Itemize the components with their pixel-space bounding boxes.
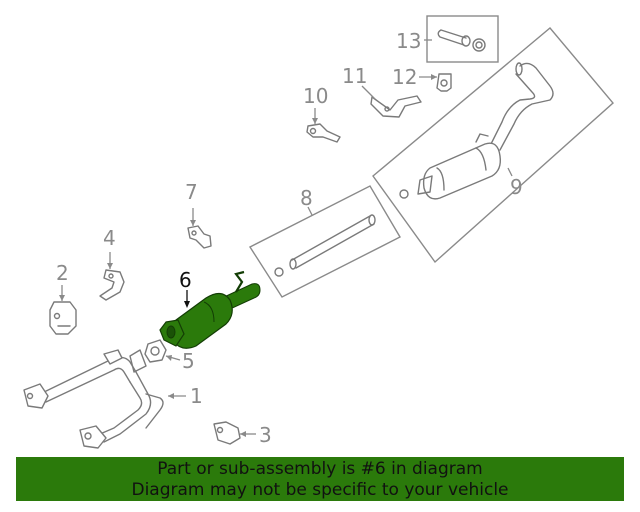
part-9-tailpipe-upper	[499, 62, 554, 151]
part-1-main-pipe	[99, 371, 152, 443]
callout-13[interactable]: 13	[396, 29, 421, 53]
part-4-body	[99, 269, 125, 301]
part-1-crossover	[145, 393, 164, 429]
callout-12[interactable]: 12	[392, 65, 417, 89]
leader-2-arrow	[59, 295, 65, 301]
part-6-heat-shield-seam	[203, 301, 215, 323]
leader-9	[507, 167, 513, 177]
part-9-hanger-rod	[475, 133, 489, 143]
leader-8	[307, 206, 313, 216]
leader-12-arrow	[431, 74, 437, 80]
callout-11[interactable]: 11	[342, 64, 367, 88]
part-9-tailpipe-lower	[489, 73, 536, 147]
leader-5-arrow	[166, 355, 172, 361]
part-10-bracket[interactable]	[306, 123, 341, 143]
leader-11	[361, 85, 376, 100]
part-info-banner: Part or sub-assembly is #6 in diagram Di…	[16, 457, 624, 501]
part-1-y-pipe[interactable]	[23, 349, 164, 449]
part-8-pipe-end	[368, 214, 376, 226]
part-5-opening	[150, 346, 160, 356]
part-13-tube-end	[461, 35, 471, 47]
part-9-inlet	[417, 175, 433, 195]
banner-line-part-number: Part or sub-assembly is #6 in diagram	[157, 459, 483, 479]
part-8-intermediate-pipe[interactable]	[248, 185, 401, 298]
leader-4-arrow	[107, 263, 113, 269]
callout-6[interactable]: 6	[179, 268, 192, 292]
exhaust-parts-diagram: 13 12 11 10 9	[23, 15, 614, 449]
part-13-clamp-tube[interactable]	[426, 15, 499, 63]
part-9-muffler-seam	[436, 167, 445, 191]
part-3-body	[213, 421, 241, 445]
callout-1[interactable]: 1	[190, 384, 203, 408]
callout-8[interactable]: 8	[300, 186, 313, 210]
part-2-hole	[53, 312, 61, 320]
part-6-sensor-wire	[234, 270, 245, 293]
leader-6-arrow	[184, 301, 190, 308]
part-9-clamp	[399, 189, 409, 199]
callout-10[interactable]: 10	[303, 84, 328, 108]
part-2-insulator[interactable]	[49, 301, 77, 335]
part-13-tube	[437, 29, 467, 46]
callout-4[interactable]: 4	[103, 226, 116, 250]
leader-7-arrow	[190, 220, 196, 226]
part-1-right-flange	[129, 349, 147, 373]
part-4-hole	[108, 273, 114, 279]
part-12-body	[436, 73, 452, 92]
part-3-hole	[216, 426, 224, 434]
part-8-pipe	[291, 215, 375, 269]
part-1-left-branch	[39, 356, 137, 403]
part-1-left-flange	[23, 383, 49, 409]
part-4-bracket[interactable]	[99, 269, 125, 301]
callout-5[interactable]: 5	[182, 349, 195, 373]
part-9-muffler-seam-2	[475, 147, 487, 171]
part-1-left-flange-hole	[26, 392, 34, 400]
part-10-body	[306, 123, 341, 143]
part-8-pipe-start	[289, 258, 297, 270]
part-8-clamp	[274, 267, 284, 277]
part-3-insulator[interactable]	[213, 421, 241, 445]
part-7-bracket[interactable]	[187, 225, 212, 249]
banner-line-disclaimer: Diagram may not be specific to your vehi…	[131, 480, 509, 500]
part-12-hanger[interactable]	[436, 73, 452, 92]
leader-3-arrow	[240, 431, 246, 437]
part-2-body	[49, 301, 77, 335]
leader-1-arrow	[168, 393, 174, 399]
part-12-hole	[440, 79, 448, 87]
part-11-body	[370, 95, 422, 118]
leader-10-arrow	[312, 118, 318, 124]
part-10-hole	[309, 127, 317, 135]
callout-7[interactable]: 7	[185, 180, 198, 204]
part-5-body	[144, 339, 167, 363]
part-9-tailpipe-tip	[515, 62, 523, 76]
part-7-hole	[191, 230, 197, 236]
part-6-catalytic-converter[interactable]	[159, 270, 261, 349]
part-5-gasket[interactable]	[144, 339, 167, 363]
part-11-bracket[interactable]	[370, 95, 422, 118]
part-6-flange-opening	[166, 325, 176, 339]
callout-2[interactable]: 2	[56, 261, 69, 285]
part-13-clamp	[472, 38, 486, 52]
part-7-body	[187, 225, 212, 249]
part-11-hole	[384, 106, 390, 112]
part-13-clamp-inner	[475, 41, 483, 49]
callout-3[interactable]: 3	[259, 423, 272, 447]
part-9-muffler-body	[422, 142, 502, 200]
part-1-outlet-flange	[79, 425, 107, 449]
part-9-muffler-assembly[interactable]	[372, 27, 614, 264]
part-1-outlet-hole	[84, 432, 92, 440]
part-1-top-flange	[103, 349, 123, 365]
callout-9[interactable]: 9	[510, 175, 523, 199]
